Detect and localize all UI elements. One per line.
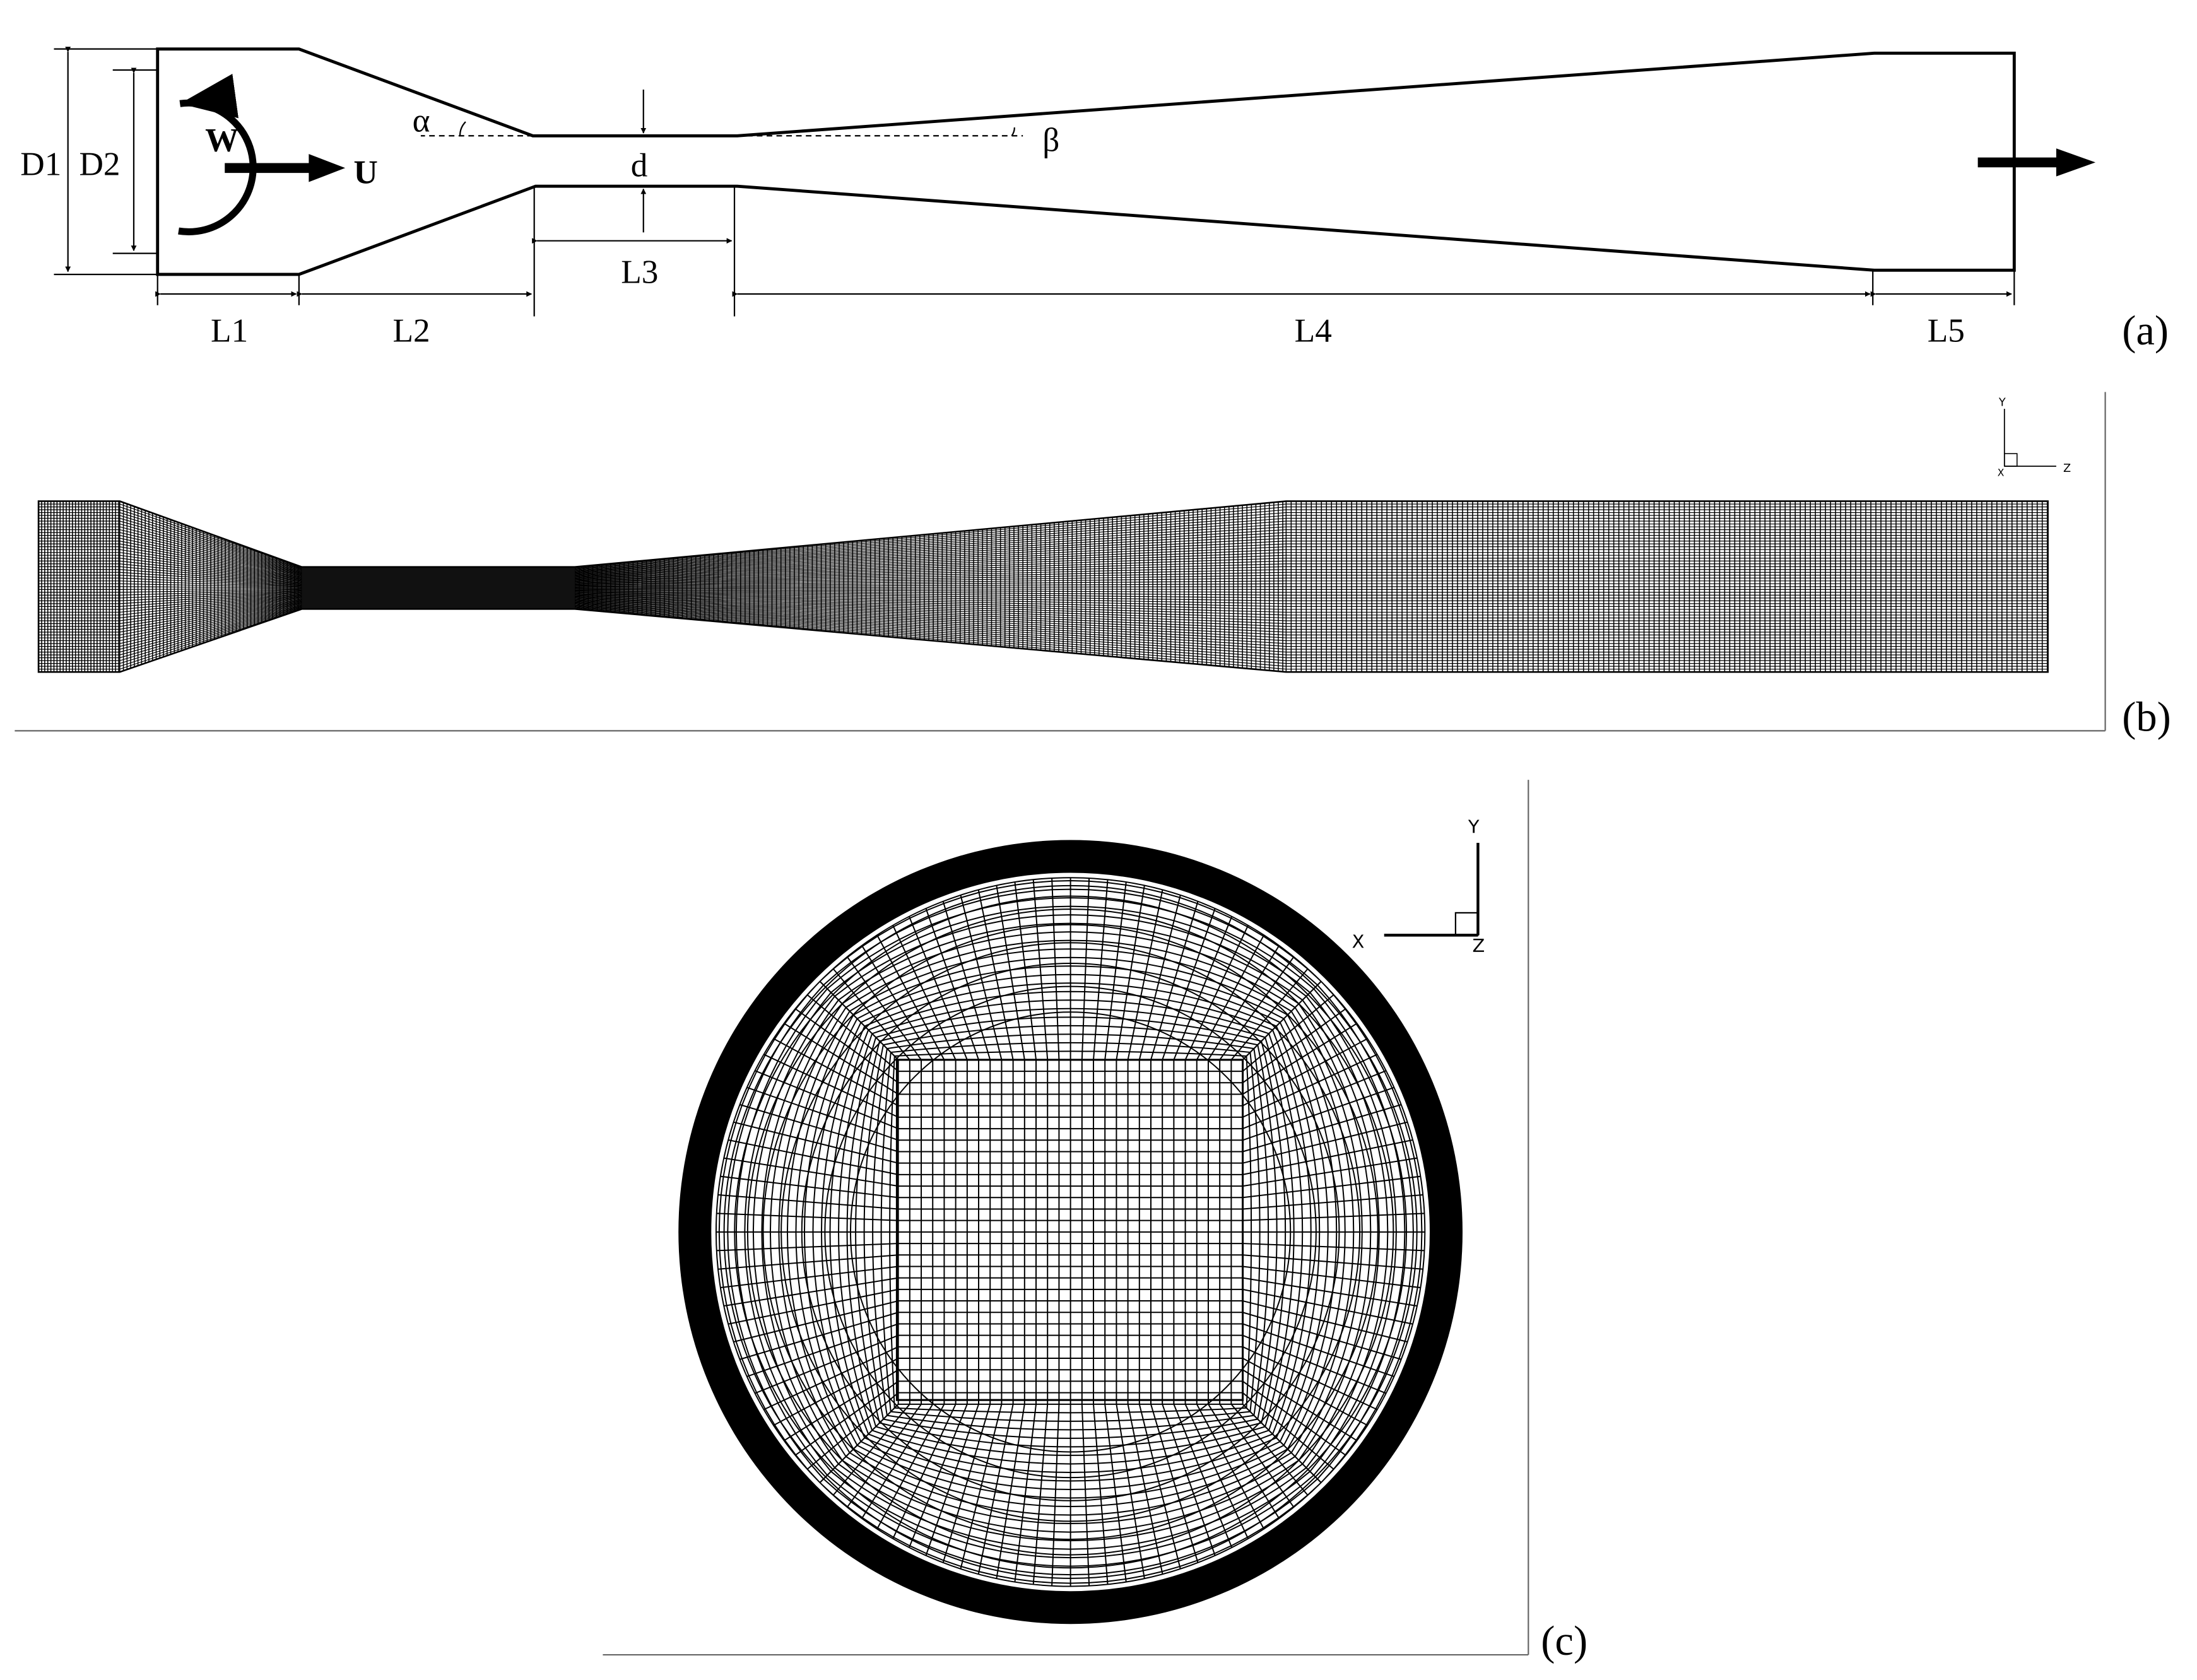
panel-c-tag: (c) (1541, 1618, 1587, 1664)
alpha-arc (459, 121, 466, 136)
nozzle-outline (156, 47, 2016, 276)
panel-b-axis-triad: Y Z X (1998, 397, 2071, 479)
panel-c-axis-triad: Y X Z (1352, 816, 1485, 956)
panel-c-axis-x: X (1352, 931, 1365, 952)
panel-a-geometry-sketch: D1 D2 W U α β d L1 L2 L3 L4 L5 (20, 47, 2169, 354)
panel-c-axis-z: Z (1473, 935, 1485, 956)
axial-u-arrow-head (309, 154, 346, 182)
label-alpha: α (413, 102, 430, 139)
cross-section-core-block (895, 1059, 1244, 1401)
panel-c-cross-section-mesh: Y X Z (c) (603, 780, 1587, 1664)
label-w: W (205, 122, 239, 159)
label-beta: β (1042, 122, 1059, 159)
label-l2: L2 (393, 312, 430, 349)
panel-b-side-mesh: Y Z X (b) (15, 392, 2171, 740)
label-d1: D1 (20, 145, 61, 182)
panel-b-axis-x: X (1998, 467, 2005, 479)
label-l3: L3 (621, 253, 658, 290)
label-d2: D2 (79, 145, 120, 182)
label-l1: L1 (211, 312, 248, 349)
panel-c-axis-y: Y (1468, 816, 1480, 837)
label-u: U (353, 154, 377, 191)
side-mesh (38, 501, 2048, 673)
cross-section-wall-rings (710, 871, 1431, 1593)
cross-section-mesh-lines (716, 878, 1425, 1587)
side-mesh-throat (302, 567, 575, 609)
panel-a-tag: (a) (2122, 308, 2169, 354)
side-mesh-outline (37, 500, 2049, 673)
panel-b-axis-y: Y (1998, 397, 2006, 409)
label-l5: L5 (1928, 312, 1965, 349)
outlet-arrow-head (2056, 148, 2096, 177)
label-d: d (631, 147, 648, 184)
beta-arc (1011, 127, 1015, 136)
panel-b-tag: (b) (2122, 694, 2171, 740)
panel-b-axis-z: Z (2063, 462, 2071, 475)
label-l4: L4 (1295, 312, 1332, 349)
